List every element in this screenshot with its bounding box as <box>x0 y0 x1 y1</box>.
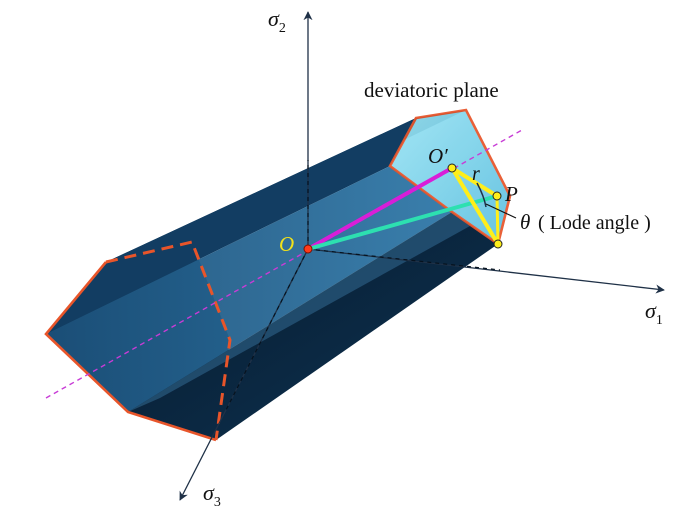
p-point <box>492 191 502 201</box>
hydrostatic-axis <box>45 129 523 399</box>
sigma1-hidden <box>307 248 501 271</box>
origin-point <box>303 244 313 254</box>
op-line <box>307 194 498 251</box>
oo-prime-line <box>307 166 453 251</box>
sigma1-label: σ1 <box>645 298 663 328</box>
o-prime-point <box>447 163 457 173</box>
deviatoric-plane-label: deviatoric plane <box>364 78 499 102</box>
o-prime-label: O′ <box>428 144 448 168</box>
sigma3-hidden <box>225 248 309 411</box>
theta-leader <box>485 203 517 219</box>
left-end-outline <box>44 261 217 442</box>
hidden-edge-left <box>105 240 232 441</box>
prism-upper-face <box>46 118 416 334</box>
sigma3-axis <box>179 248 309 501</box>
origin-label: O <box>279 232 294 256</box>
sigma2-label: σ2 <box>268 6 286 36</box>
lode-angle-label: ( Lode angle ) <box>538 212 651 234</box>
prism-middle-face <box>46 166 452 412</box>
sigma3-label: σ3 <box>203 480 221 510</box>
p-label: P <box>504 182 518 206</box>
r-line <box>450 166 499 198</box>
lode-angle-arc <box>476 182 487 208</box>
r-label: r <box>472 163 480 185</box>
p-to-vertex-line <box>495 195 500 245</box>
vertex-point <box>493 239 503 249</box>
o-prime-to-vertex-line <box>450 166 500 246</box>
prism-face-highlight <box>128 212 470 412</box>
theta-symbol: θ <box>520 210 530 234</box>
prism-bottom-face <box>128 212 498 440</box>
